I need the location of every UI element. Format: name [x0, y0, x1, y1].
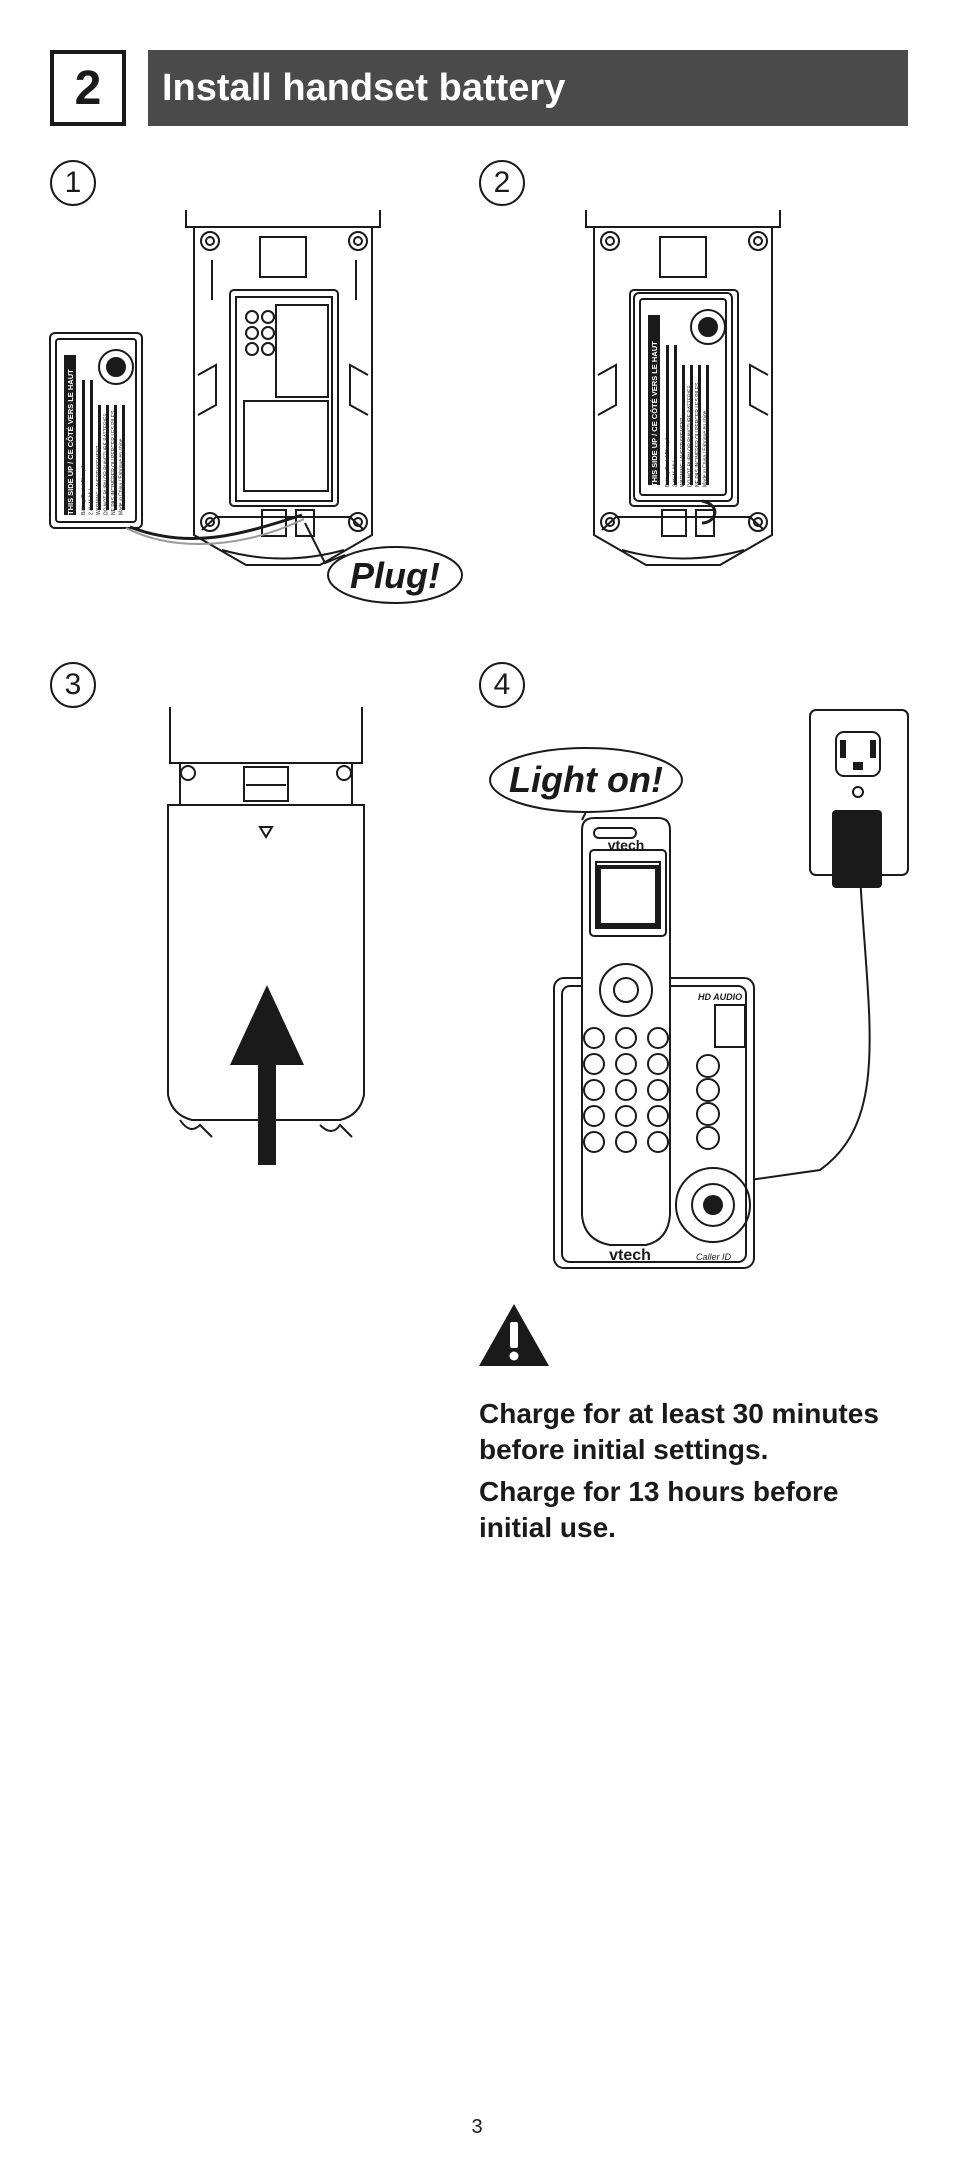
step-1-battery-orientation-text: THIS SIDE UP / CE CÔTÉ VERS LE HAUT [66, 369, 75, 515]
step-1-battery-label-line: 2.4V Ni-MH [89, 489, 95, 515]
step-2-illustration: THIS SIDE UP / CE CÔTÉ VERS LE HAUT Batte… [585, 210, 781, 566]
charge-note-settings: Charge for at least 30 minutes before in… [479, 1398, 879, 1465]
step-2-number: 2 [479, 160, 525, 206]
step-number-box: 2 [50, 50, 126, 126]
step-4-illustration: Light on! vtech vtech HD AUDIO Caller ID [489, 709, 909, 1269]
step-2-battery-label-line: WARNING / AVERTISSEMENT : [680, 415, 686, 487]
step-1-battery-label-line: Battery Pack / Bloc-piles : [81, 458, 87, 515]
step-1-battery-label-line: DO NOT BURN OR PUNCTURE BATTERIES. [104, 412, 110, 515]
step-1-battery-label-line: WARNING / AVERTISSEMENT : [96, 443, 102, 515]
step-3-number: 3 [50, 662, 96, 708]
caller-id-logo: Caller ID [696, 1252, 732, 1262]
step-2-battery-label-line: Made in China / Fabriqué en chine [703, 410, 709, 487]
section-title-text: Install handset battery [162, 66, 566, 109]
step-2-battery-label-line: NE PAS INCINÉRER OU PERCER LES PILES. [694, 381, 701, 487]
plug-callout: Plug! [350, 555, 440, 596]
light-on-callout: Light on! [509, 759, 663, 800]
step-2-battery-label-line: DO NOT BURN OR PUNCTURE BATTERIES. [688, 384, 694, 487]
page-number: 3 [471, 2116, 483, 2138]
step-2-battery-label-line: 2.4V Ni-MH [673, 461, 679, 487]
step-4-number: 4 [479, 662, 525, 708]
section-title: Install handset battery [148, 50, 908, 126]
step-2-battery-orientation-text: THIS SIDE UP / CE CÔTÉ VERS LE HAUT [650, 341, 659, 487]
warning-icon [479, 1304, 549, 1366]
step-1-illustration: Plug! THIS SIDE UP / CE CÔTÉ VERS LE HAU… [49, 210, 463, 604]
charge-note-use: Charge for 13 hours before initial use. [479, 1476, 839, 1543]
step-1-battery-label-line: Made in China / Fabriqué en chine [119, 438, 125, 515]
step-2-battery-label-line: Battery Pack / Bloc-piles : [665, 430, 671, 487]
hd-audio-logo: HD AUDIO [698, 992, 742, 1002]
step-1-battery-label-line: NE PAS INCINÉRER OU PERCER LES PILES. [110, 409, 117, 515]
step-1-number: 1 [50, 160, 96, 206]
base-brand-logo: vtech [609, 1247, 651, 1264]
handset-brand-logo: vtech [608, 837, 645, 853]
step-3-illustration [167, 707, 365, 1165]
